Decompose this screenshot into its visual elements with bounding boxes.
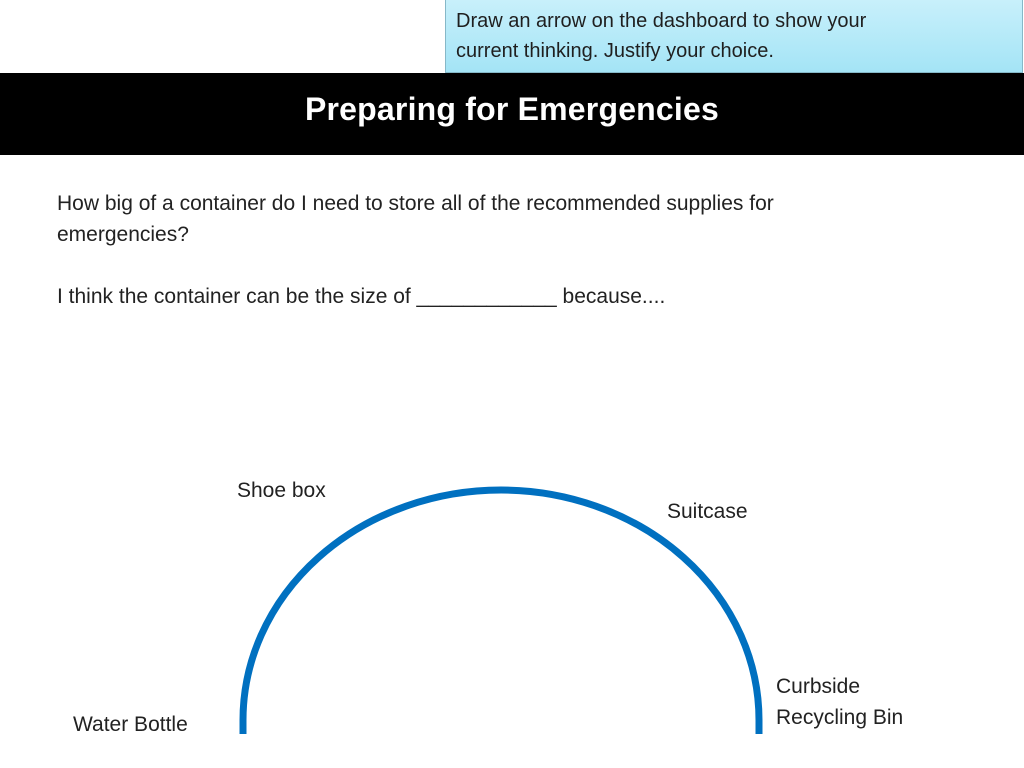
label-suitcase: Suitcase bbox=[667, 500, 748, 523]
label-curbside-line-2: Recycling Bin bbox=[776, 706, 904, 729]
label-water-bottle: Water Bottle bbox=[73, 713, 188, 736]
label-shoe-box: Shoe box bbox=[237, 479, 326, 502]
label-curbside-recycling-bin: Curbside Recycling Bin bbox=[776, 671, 903, 733]
instruction-line-2: current thinking. Justify your choice. bbox=[456, 40, 774, 62]
question-line-1: How big of a container do I need to stor… bbox=[57, 192, 774, 215]
answer-prompt[interactable]: I think the container can be the size of… bbox=[57, 285, 666, 308]
dashboard-arc[interactable] bbox=[239, 486, 763, 734]
label-curbside-line-1: Curbside bbox=[776, 675, 861, 698]
instruction-callout: Draw an arrow on the dashboard to show y… bbox=[445, 0, 1023, 73]
question-line-2: emergencies? bbox=[57, 223, 189, 246]
instruction-line-1: Draw an arrow on the dashboard to show y… bbox=[456, 10, 867, 32]
title-banner: Preparing for Emergencies bbox=[0, 73, 1024, 155]
page-title: Preparing for Emergencies bbox=[304, 91, 720, 127]
question-block: How big of a container do I need to stor… bbox=[57, 188, 937, 312]
